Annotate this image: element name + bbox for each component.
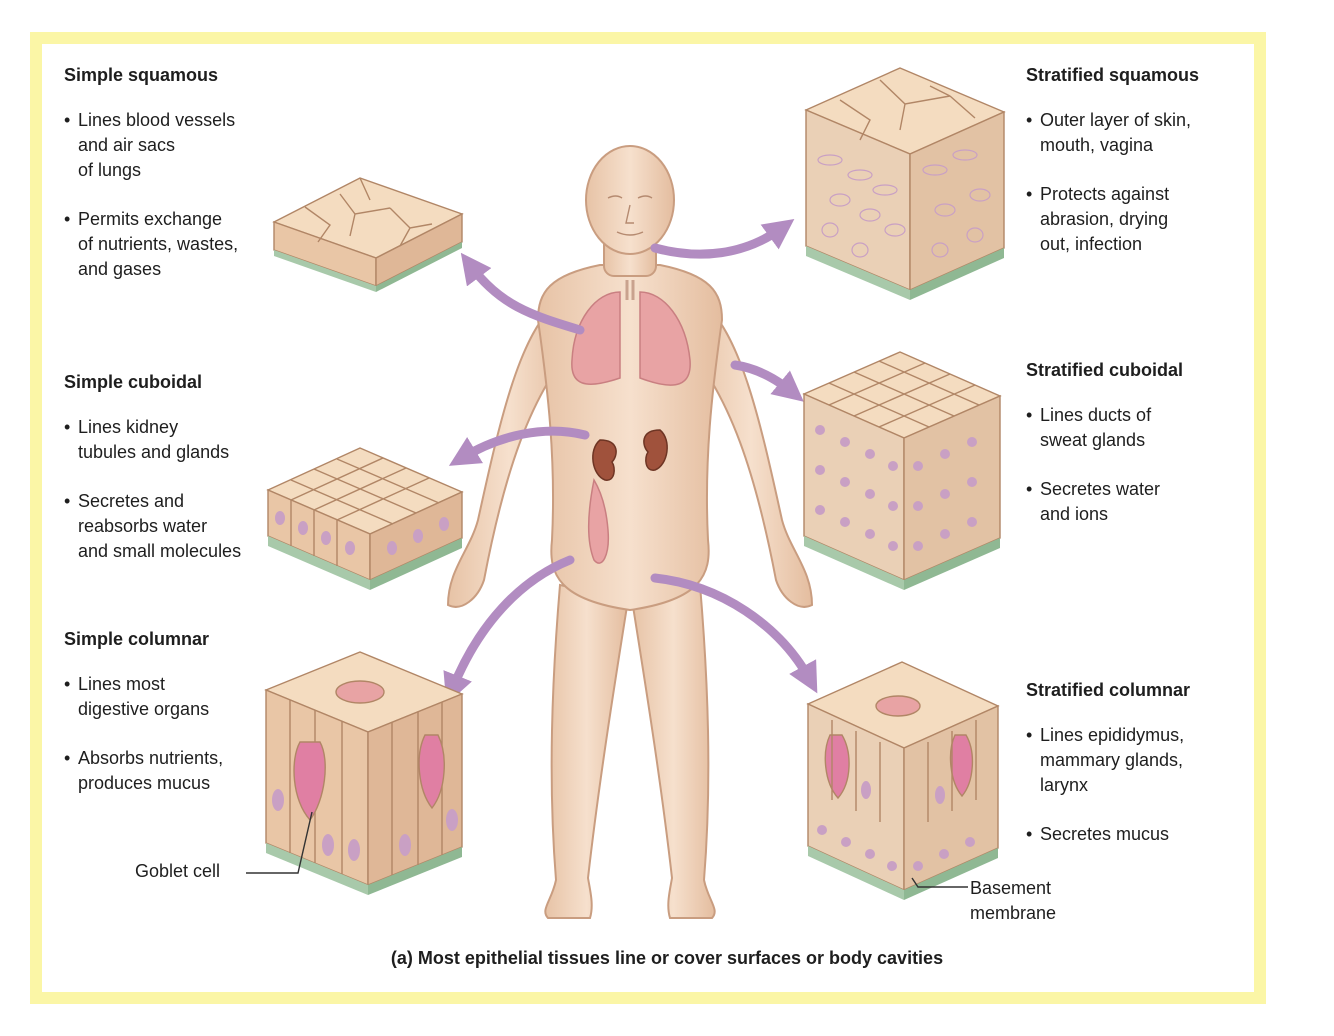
simple-squamous-title: Simple squamous <box>64 65 238 86</box>
bullet: Lines blood vessels and air sacs of lung… <box>64 108 238 183</box>
bullet-line: mammary glands, <box>1040 748 1190 773</box>
bullet-line: and ions <box>1040 502 1183 527</box>
stratified-columnar-tissue <box>808 662 998 900</box>
bullet-line: Lines epididymus, <box>1040 723 1190 748</box>
bullet-line: Absorbs nutrients, <box>78 746 223 771</box>
simple-columnar-title: Simple columnar <box>64 629 223 650</box>
bullet: Outer layer of skin, mouth, vagina <box>1026 108 1199 158</box>
stratified-columnar-title: Stratified columnar <box>1026 680 1190 701</box>
bullet: Permits exchange of nutrients, wastes, a… <box>64 207 238 282</box>
simple-squamous-description: Simple squamous Lines blood vessels and … <box>64 65 238 306</box>
bullet: Lines most digestive organs <box>64 672 223 722</box>
bullet: Secretes and reabsorbs water and small m… <box>64 489 241 564</box>
simple-squamous-tissue <box>274 178 462 292</box>
simple-cuboidal-title: Simple cuboidal <box>64 372 241 393</box>
bullet-line: reabsorbs water <box>78 514 241 539</box>
bullet-line: Lines most <box>78 672 223 697</box>
bullet-line: and air sacs <box>78 133 238 158</box>
stratified-squamous-tissue <box>806 68 1004 300</box>
bullet: Lines epididymus, mammary glands, larynx <box>1026 723 1190 798</box>
bullet-line: digestive organs <box>78 697 223 722</box>
bullet-line: of lungs <box>78 158 238 183</box>
bullet-line: larynx <box>1040 773 1190 798</box>
bullet: Secretes water and ions <box>1026 477 1183 527</box>
bullet-line: Secretes mucus <box>1040 822 1190 847</box>
bullet-line: Secretes water <box>1040 477 1183 502</box>
stratified-cuboidal-title: Stratified cuboidal <box>1026 360 1183 381</box>
bullet-line: abrasion, drying <box>1040 207 1199 232</box>
bullet-line: mouth, vagina <box>1040 133 1199 158</box>
bullet-line: Protects against <box>1040 182 1199 207</box>
bullet-line: of nutrients, wastes, <box>78 232 238 257</box>
bullet: Lines kidney tubules and glands <box>64 415 241 465</box>
bullet: Secretes mucus <box>1026 822 1190 847</box>
label-line: membrane <box>970 901 1056 926</box>
bullet-line: Secretes and <box>78 489 241 514</box>
human-figure <box>448 146 812 918</box>
stratified-squamous-description: Stratified squamous Outer layer of skin,… <box>1026 65 1199 281</box>
simple-cuboidal-description: Simple cuboidal Lines kidney tubules and… <box>64 372 241 588</box>
stratified-cuboidal-description: Stratified cuboidal Lines ducts of sweat… <box>1026 360 1183 551</box>
bullet: Protects against abrasion, drying out, i… <box>1026 182 1199 257</box>
bullet: Lines ducts of sweat glands <box>1026 403 1183 453</box>
basement-membrane-label: Basement membrane <box>970 876 1056 926</box>
bullet-line: produces mucus <box>78 771 223 796</box>
goblet-cell-label: Goblet cell <box>135 861 220 882</box>
label-line: Basement <box>970 876 1056 901</box>
stratified-squamous-title: Stratified squamous <box>1026 65 1199 86</box>
bullet-line: Lines blood vessels <box>78 108 238 133</box>
simple-columnar-tissue <box>266 652 462 895</box>
bullet-line: Permits exchange <box>78 207 238 232</box>
stratified-columnar-description: Stratified columnar Lines epididymus, ma… <box>1026 680 1190 871</box>
simple-cuboidal-tissue <box>268 448 462 590</box>
bullet-line: Outer layer of skin, <box>1040 108 1199 133</box>
figure-caption: (a) Most epithelial tissues line or cove… <box>0 948 1334 969</box>
bullet-line: Lines ducts of <box>1040 403 1183 428</box>
stratified-cuboidal-tissue <box>804 352 1000 590</box>
bullet-line: tubules and glands <box>78 440 241 465</box>
bullet-line: and gases <box>78 257 238 282</box>
bullet-line: and small molecules <box>78 539 241 564</box>
bullet: Absorbs nutrients, produces mucus <box>64 746 223 796</box>
bullet-line: out, infection <box>1040 232 1199 257</box>
bullet-line: sweat glands <box>1040 428 1183 453</box>
simple-columnar-description: Simple columnar Lines most digestive org… <box>64 629 223 820</box>
bullet-line: Lines kidney <box>78 415 241 440</box>
